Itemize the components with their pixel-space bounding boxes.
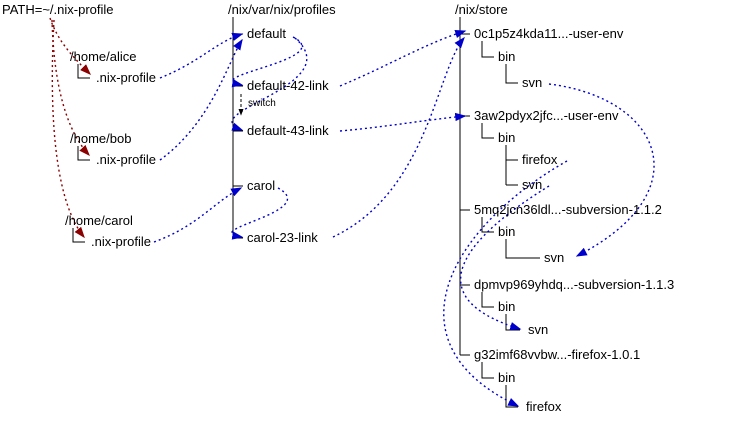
arrow-userenv-svn-to-subversion113 [460, 185, 550, 331]
path-reference-arrows [49, 17, 91, 239]
tree-svn-0 [505, 64, 518, 84]
arrow-path-to-bob-profile [51, 19, 90, 157]
profile-carol: carol [247, 178, 276, 193]
store-binary-svn-2: svn [544, 250, 565, 265]
store-header: /nix/store [455, 2, 508, 17]
profile-carol-23-link: carol-23-link [247, 230, 318, 245]
tree-bin-1 [481, 123, 494, 139]
store-binary-firefox-4: firefox [526, 399, 562, 414]
arrow-carol-to-23-link [231, 187, 289, 240]
store-path-userenv-0c1p: 0c1p5z4kda11...-user-env [474, 26, 624, 41]
arrow-43-link-to-userenv-3aw2 [339, 112, 467, 132]
nix-profile-link-carol: .nix-profile [91, 234, 151, 249]
arrow-userenv-svn-to-subversion112 [548, 83, 655, 257]
home-dir-alice: /home/alice [70, 49, 137, 64]
store-path-userenv-3aw2: 3aw2pdyx2jfc...-user-env [474, 108, 619, 123]
arrow-default-to-43-link [231, 37, 308, 131]
store-path-firefox-101: g32imf68vvbw...-firefox-1.0.1 [474, 347, 641, 362]
store-bin-4: bin [498, 370, 516, 385]
store-path-subversion-113: dpmvp969yhdq...-subversion-1.1.3 [474, 277, 675, 292]
tree-bob [77, 146, 90, 161]
home-dir-bob: /home/bob [70, 131, 132, 146]
tree-bin-2 [481, 217, 494, 233]
arrow-path-to-alice-profile [49, 17, 91, 75]
path-env-label: PATH=~/.nix-profile [2, 2, 114, 17]
tree-svn-2 [505, 239, 540, 259]
arrow-bob-to-default [159, 38, 243, 161]
arrow-carol-to-carol-profile [153, 187, 243, 243]
profile-default: default [247, 26, 287, 41]
store-bin-2: bin [498, 224, 516, 239]
tree-carol [72, 228, 85, 243]
profile-default-43-link: default-43-link [247, 123, 329, 138]
nix-profile-link-bob: .nix-profile [96, 152, 156, 167]
store-path-subversion-112: 5mq2jcn36ldl...-subversion-1.1.2 [474, 202, 662, 217]
tree-bin-0 [481, 41, 494, 58]
symlink-arrows [153, 29, 655, 407]
nix-profile-link-alice: .nix-profile [96, 70, 156, 85]
tree-bin-4 [481, 362, 494, 379]
switch-label: switch [248, 98, 276, 109]
arrow-path-to-carol-profile [51, 19, 85, 239]
store-bin-3: bin [498, 299, 516, 314]
store-binary-firefox-1: firefox [522, 152, 558, 167]
store-binary-svn-3: svn [528, 322, 549, 337]
home-dir-carol: /home/carol [65, 213, 133, 228]
tree-alice [77, 64, 90, 79]
profile-default-42-link: default-42-link [247, 78, 329, 93]
store-bin-1: bin [498, 130, 516, 145]
store-binary-svn-1: svn [522, 177, 543, 192]
store-binary-svn-0: svn [522, 75, 543, 90]
arrow-42-link-to-userenv-0c1p [339, 29, 467, 87]
profiles-header: /nix/var/nix/profiles [228, 2, 336, 17]
store-bin-0: bin [498, 49, 516, 64]
tree-svn-3 [505, 314, 520, 331]
arrow-23-link-to-userenv-0c1p [332, 36, 465, 238]
arrow-alice-to-default [159, 32, 244, 79]
tree-bin-3 [481, 292, 494, 308]
tree-firefox-4 [505, 385, 518, 408]
